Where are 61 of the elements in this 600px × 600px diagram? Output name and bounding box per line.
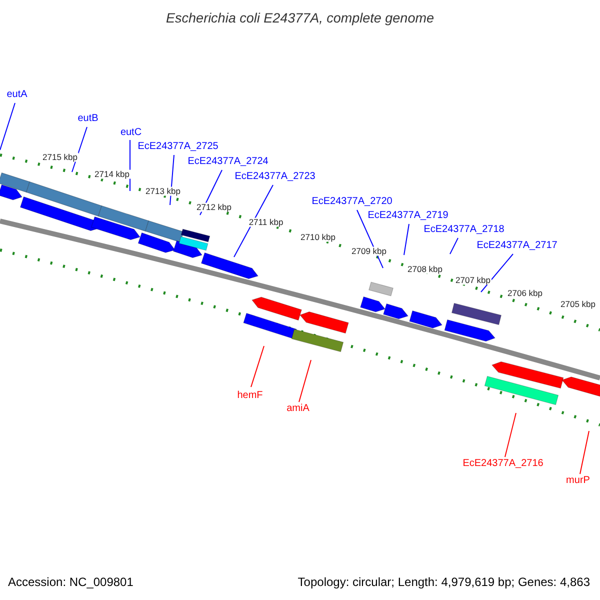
gene-bar <box>26 181 102 217</box>
scale-label: 2708 kbp <box>406 264 444 274</box>
scale-label: 2715 kbp <box>42 152 78 162</box>
scale-label: 2712 kbp <box>196 202 232 212</box>
gene-bar <box>0 172 30 193</box>
gene-bar <box>243 312 297 340</box>
gene-label: EcE24377A_2718 <box>424 225 504 235</box>
leader-line <box>504 412 516 458</box>
leader-line <box>356 210 384 268</box>
scale-label: 2711 kbp <box>248 218 284 226</box>
leader-line <box>480 254 514 292</box>
leader-line <box>250 346 264 388</box>
gene-label: hemF <box>237 391 263 401</box>
scale-label: 2707 kbp <box>454 276 492 284</box>
gene-label: amiA <box>286 404 310 414</box>
gene-label: EcE24377A_2719 <box>368 211 448 221</box>
gene-bar <box>138 232 176 253</box>
gene-bar <box>451 302 502 326</box>
scale-label: 2706 kbp <box>506 288 544 298</box>
scale-label: 2705 kbp <box>560 300 596 308</box>
gene-bar <box>561 376 600 398</box>
accession-text: Accession: NC_009801 <box>8 576 134 588</box>
gene-bar <box>98 205 150 232</box>
gene-label: EcE24377A_2720 <box>312 197 392 207</box>
gene-bar <box>491 361 564 389</box>
gene-label: eutA <box>6 90 28 100</box>
leader-line <box>234 184 274 258</box>
gene-bar <box>90 216 140 240</box>
gene-bar <box>252 296 302 321</box>
gene-bar <box>368 282 394 296</box>
gene-label: eutC <box>120 128 142 138</box>
gene-bar <box>383 303 408 320</box>
gene-bar <box>180 228 210 242</box>
gene-bar <box>145 220 184 243</box>
gene-bar <box>0 184 22 200</box>
gene-bar <box>444 319 496 342</box>
gene-label: EcE24377A_2717 <box>476 241 558 251</box>
gene-label: eutB <box>78 114 98 124</box>
gene-bar <box>360 296 386 312</box>
leader-line <box>0 102 16 150</box>
scale-label: 2710 kbp <box>300 232 336 242</box>
leader-line <box>298 360 312 402</box>
genome-info-text: Topology: circular; Length: 4,979,619 bp; Genes: 4,863 <box>298 576 590 588</box>
gene-label: EcE24377A_2725 <box>138 142 218 152</box>
leader-line <box>404 224 410 256</box>
leader-line <box>580 430 590 474</box>
gene-bar <box>409 310 442 328</box>
gene-bar <box>200 252 258 280</box>
gene-label: EcE24377A_2716 <box>462 459 544 469</box>
leader-line <box>450 238 458 254</box>
gene-label: murP <box>566 476 590 486</box>
scale-label: 2714 kbp <box>94 170 130 178</box>
gene-bar <box>300 311 349 334</box>
scale-label: 2713 kbp <box>144 186 182 196</box>
title: Escherichia coli E24377A, complete genome <box>166 11 434 25</box>
gene-bar <box>484 376 559 406</box>
scale-label: 2709 kbp <box>350 246 388 256</box>
gene-bar <box>178 236 208 251</box>
gene-label: EcE24377A_2723 <box>234 172 316 182</box>
gene-label: EcE24377A_2724 <box>188 157 268 167</box>
gene-bar <box>291 328 344 352</box>
